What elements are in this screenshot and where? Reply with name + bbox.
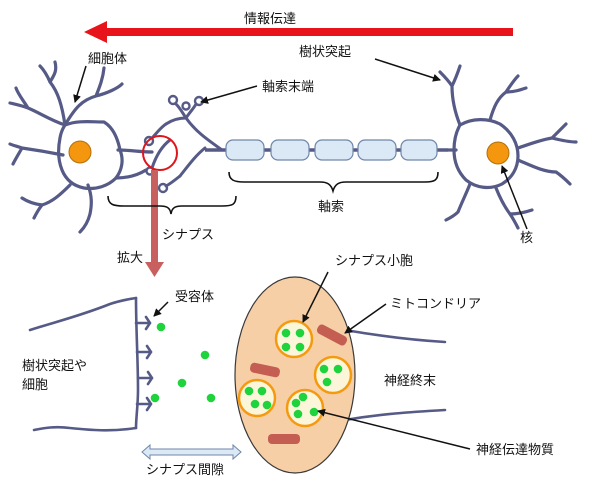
- vesicle-pointer: [302, 271, 329, 323]
- magnify-label: 拡大: [117, 251, 144, 266]
- magnify-arrow: [145, 170, 164, 277]
- myelin-segment: [270, 139, 310, 161]
- axon-label: 軸索: [318, 200, 345, 215]
- dendrite-or-cell-label: 樹状突起や 細胞: [22, 357, 102, 395]
- magnify-arrowhead: [145, 262, 164, 277]
- neurotransmitter-label: 神経伝達物質: [476, 443, 555, 458]
- axon-terminal-pointer: [200, 85, 258, 104]
- receptor-label: 受容体: [175, 290, 215, 305]
- magnify-arrow-shaft: [151, 170, 158, 264]
- info-flow-label: 情報伝達: [244, 12, 297, 27]
- synaptic-vesicles: [237, 319, 353, 428]
- synaptic-vesicle: [313, 355, 353, 395]
- dendrite-or-cell-line1: 樹状突起や: [22, 359, 88, 374]
- info-flow-arrow-shaft: [105, 28, 513, 36]
- synaptic-cleft-label: シナプス間隙: [146, 463, 225, 478]
- axon-terminal-label: 軸索末端: [262, 80, 315, 95]
- myelin-segment: [400, 139, 438, 161]
- right-neuron-dendrite-top: [438, 64, 528, 127]
- synaptic-vesicle-label: シナプス小胞: [335, 254, 414, 269]
- myelin-segment: [314, 139, 354, 161]
- mitochondria-group: [250, 324, 348, 444]
- transmitter-dot: [150, 393, 160, 403]
- neurotransmitter-pointer: [317, 408, 471, 450]
- left-neuron-proximal-axon: [114, 148, 154, 180]
- mitochondrion: [250, 362, 280, 378]
- nucleus-pointer: [500, 165, 528, 230]
- left-neuron-soma-outline: [57, 120, 124, 191]
- synapse-brace: [107, 195, 237, 215]
- left-neuron-nucleus: [68, 140, 92, 164]
- synapse-label: シナプス: [162, 228, 215, 243]
- mitochondria-pointer: [344, 303, 387, 334]
- dendrite-or-cell-line2: 細胞: [22, 378, 49, 393]
- synapse-highlight-circle: [142, 135, 178, 171]
- postsynaptic-membrane: [28, 296, 154, 432]
- transmitter-dot: [200, 350, 210, 360]
- nerve-terminal-label: 神経終末: [384, 374, 437, 389]
- synaptic-cleft-double-arrow: [141, 443, 242, 461]
- left-neuron-dendrite-upper-left: [8, 86, 67, 127]
- transmitter-dot: [177, 378, 187, 388]
- info-flow-arrow: [84, 21, 513, 43]
- transmitter-dot: [156, 322, 166, 332]
- myelin-segment: [357, 139, 397, 161]
- left-neuron-dendrite-left: [8, 142, 65, 166]
- mitochondrion: [268, 434, 300, 444]
- dendrite-pointer: [374, 58, 441, 82]
- left-neuron-dendrite-top: [38, 60, 124, 127]
- cell-body-pointer: [73, 65, 87, 103]
- cleft-transmitters: [150, 322, 216, 403]
- axon-brace: [228, 171, 439, 194]
- mitochondria-label: ミトコンドリア: [390, 297, 482, 312]
- left-neuron: [8, 60, 154, 234]
- right-neuron-dendrite-bottom: [444, 182, 534, 230]
- axon-terminal-branches: [150, 102, 224, 188]
- mitochondrion: [316, 324, 348, 346]
- receptor-pointer: [153, 301, 169, 317]
- myelin-segment: [225, 139, 265, 161]
- transmitter-dot: [206, 393, 216, 403]
- right-neuron-nucleus: [486, 141, 510, 165]
- synaptic-vesicle: [237, 378, 277, 418]
- cell-body-label: 細胞体: [88, 52, 128, 67]
- synaptic-vesicle: [285, 388, 325, 428]
- left-neuron-dendrite-lower: [20, 183, 93, 234]
- right-neuron: [438, 64, 578, 230]
- nucleus-label: 核: [520, 231, 534, 246]
- presynaptic-fibres: [343, 328, 447, 422]
- right-neuron-dendrite-right: [516, 122, 578, 186]
- synaptic-vesicle: [274, 319, 314, 359]
- info-flow-arrowhead: [84, 21, 107, 43]
- axon: [205, 139, 448, 161]
- dendrite-label: 樹状突起: [299, 45, 352, 60]
